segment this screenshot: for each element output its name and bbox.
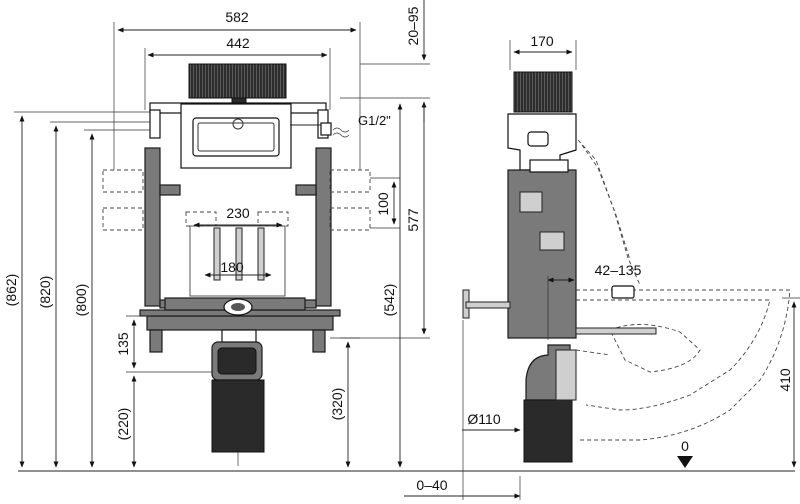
dim-442-label: 442 xyxy=(226,35,250,51)
svg-text:410: 410 xyxy=(777,368,793,392)
dim-overall-width: 582 xyxy=(113,9,361,170)
dim-frame-width: 442 xyxy=(144,35,331,110)
dim-170: 170 xyxy=(509,33,577,70)
dim-180: 180 xyxy=(204,259,272,278)
svg-text:(862): (862) xyxy=(3,274,19,307)
svg-text:20–95: 20–95 xyxy=(405,6,421,45)
dim-230: 230 xyxy=(193,205,283,228)
dim-20-95: 20–95 xyxy=(340,0,430,122)
cistern-window xyxy=(192,117,280,157)
front-view: 582 442 xyxy=(3,0,520,472)
dim-820: (820) xyxy=(37,121,150,468)
base-plate xyxy=(146,315,334,331)
svg-text:135: 135 xyxy=(115,332,131,356)
right-foot xyxy=(312,329,326,353)
svg-text:Ø110: Ø110 xyxy=(467,411,500,427)
svg-text:(800): (800) xyxy=(73,284,89,317)
right-post xyxy=(315,147,332,307)
svg-text:0: 0 xyxy=(681,438,689,454)
svg-text:0–40: 0–40 xyxy=(416,477,447,493)
dim-862: (862) xyxy=(3,111,150,468)
g12-label: G1/2" xyxy=(358,113,391,128)
side-drain xyxy=(523,399,573,463)
svg-text:230: 230 xyxy=(226,205,250,221)
dim-100: 100 xyxy=(370,177,400,229)
svg-text:(820): (820) xyxy=(37,276,53,309)
left-post xyxy=(144,147,161,307)
svg-text:170: 170 xyxy=(530,33,554,49)
dim-0-40: 0–40 xyxy=(404,320,521,500)
drain-pipe xyxy=(211,329,265,466)
dim-582-label: 582 xyxy=(225,9,249,25)
svg-text:42–135: 42–135 xyxy=(595,262,642,278)
side-grille xyxy=(513,71,573,113)
dim-42-135: 42–135 xyxy=(547,262,642,283)
dim-320: (320) xyxy=(329,337,360,468)
dim-410: 410 xyxy=(777,297,800,468)
dim-577: 577 xyxy=(340,104,430,339)
dim-135: 135 xyxy=(115,315,212,373)
left-foot xyxy=(149,329,163,353)
dim-800: (800) xyxy=(73,129,150,468)
svg-text:(320): (320) xyxy=(329,388,345,421)
toilet-outline xyxy=(575,139,791,441)
dashed-brackets xyxy=(102,169,371,231)
svg-text:180: 180 xyxy=(220,259,244,275)
svg-text:577: 577 xyxy=(405,208,421,232)
dim-220: (220) xyxy=(115,375,137,468)
dim-110: Ø110 xyxy=(462,411,521,433)
svg-text:(220): (220) xyxy=(115,408,131,441)
frame-body xyxy=(139,102,341,353)
water-inlet: G1/2" xyxy=(290,113,391,138)
svg-text:100: 100 xyxy=(375,192,391,216)
side-arm xyxy=(465,301,511,309)
svg-text:(542): (542) xyxy=(381,284,397,317)
grille-box xyxy=(188,63,287,99)
floor-zero-marker: 0 xyxy=(677,438,693,468)
dim-542: (542) xyxy=(381,103,403,468)
side-view: 170 42–135 Ø110 0–40 xyxy=(404,33,800,500)
